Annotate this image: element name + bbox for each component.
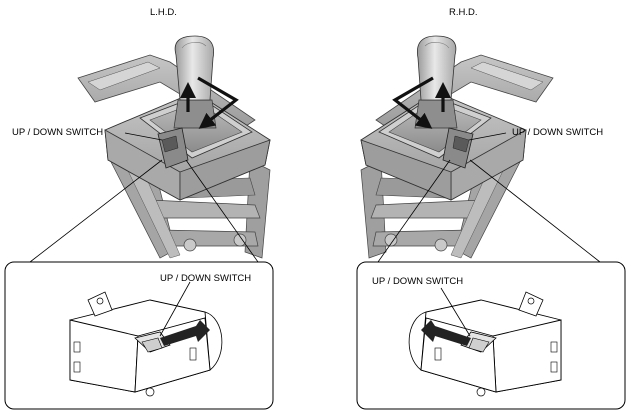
- rhd-shifter-assembly: [360, 35, 554, 259]
- rhd-detail-label: UP / DOWN SWITCH: [372, 276, 464, 287]
- lhd-switch-label: UP / DOWN SWITCH: [12, 127, 104, 138]
- lhd-switch-detail: [69, 291, 223, 397]
- lhd-detail-label: UP / DOWN SWITCH: [160, 273, 252, 284]
- lhd-shifter-assembly: [77, 35, 271, 259]
- rhd-callout-leader: [468, 132, 507, 141]
- lhd-zoom-line-right: [185, 159, 259, 263]
- lhd-heading: L.H.D.: [150, 7, 177, 18]
- lhd-push-arrow: [160, 320, 210, 346]
- rhd-switch-detail: [408, 291, 562, 397]
- rhd-push-arrow: [421, 320, 471, 346]
- rhd-zoom-line-left: [377, 159, 451, 263]
- lhd-zoom-line-left: [29, 159, 163, 263]
- rhd-heading: R.H.D.: [449, 7, 478, 18]
- rhd-detail-leader: [440, 287, 471, 337]
- lhd-detail-leader: [159, 281, 191, 337]
- rhd-zoom-line-right: [469, 159, 601, 263]
- lhd-callout-leader: [124, 132, 163, 141]
- rhd-switch-label: UP / DOWN SWITCH: [512, 127, 604, 138]
